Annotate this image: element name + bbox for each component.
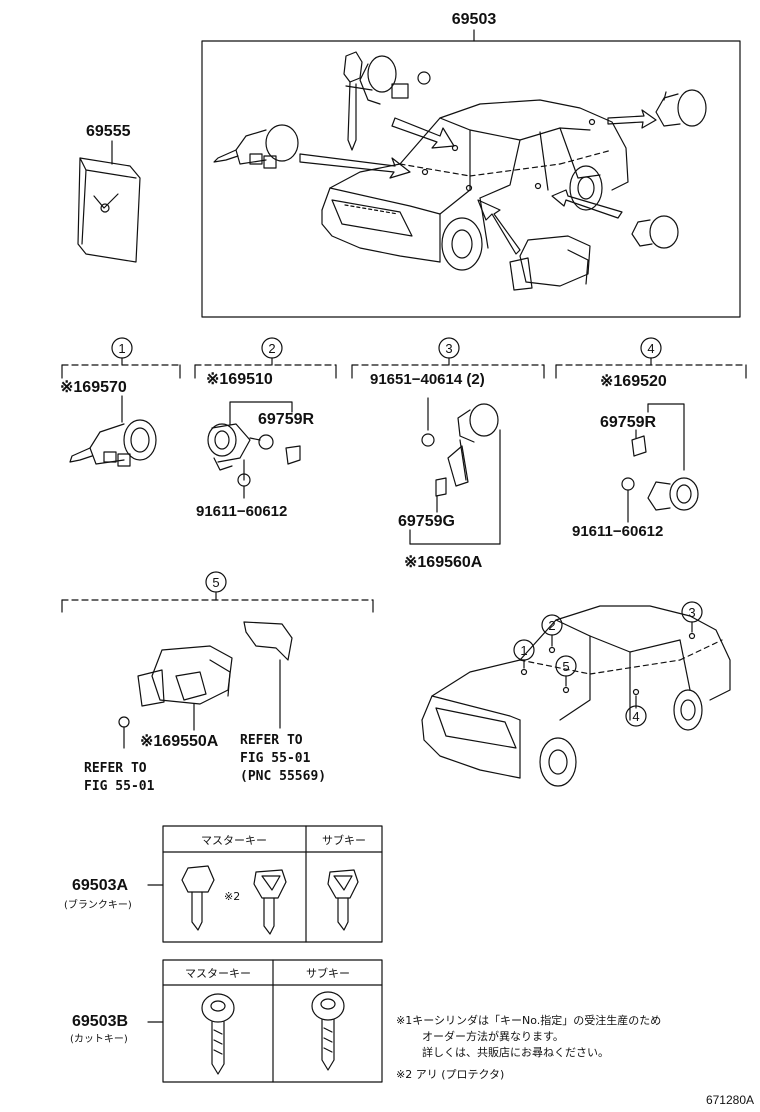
wallet-illustration	[78, 141, 140, 262]
keys-a-part-number: 69503A	[72, 877, 128, 894]
group3-trunk-cylinder	[410, 398, 500, 544]
keys-b-part-number: 69503B	[72, 1013, 128, 1030]
group4-bolt-part-number: 91611−60612	[572, 523, 663, 540]
group3-bottom-part-number: ※169560A	[404, 554, 483, 571]
group2-bolt-part-number: 91611−60612	[196, 503, 287, 520]
group1-number: 1	[118, 341, 125, 356]
group-brackets	[62, 358, 746, 612]
group2-number: 2	[268, 341, 275, 356]
note-line-3: 詳しくは、共販店にお尋ねください。	[422, 1045, 609, 1059]
wallet-part-number: 69555	[86, 123, 131, 140]
group5-refer-left-line1: REFER TO	[84, 761, 147, 776]
group5-part-number: ※169550A	[140, 733, 219, 750]
group5-refer-right-line3: (PNC 55569)	[240, 769, 326, 784]
group5-refer-right-line2: FIG 55-01	[240, 751, 311, 766]
keys-b-master-header: マスターキー	[185, 967, 251, 980]
figure-id: 671280A	[706, 1093, 754, 1107]
note-line-1: ※1キーシリンダは「キーNo.指定」の受注生産のため	[396, 1013, 661, 1027]
group5-number: 5	[212, 575, 219, 590]
keys-a-note-mark: ※2	[224, 890, 240, 903]
keys-a-description: (ブランクキー)	[64, 898, 132, 911]
keys-a-sub-header: サブキー	[322, 833, 366, 847]
keys-b-description: (カットキー)	[70, 1033, 128, 1045]
top-assembly-frame	[202, 30, 740, 317]
group4-door-cylinder	[622, 404, 698, 522]
car-callout-1: 1	[520, 643, 527, 658]
top-cylinder-sketches	[214, 52, 706, 290]
group5-refer-left-line2: FIG 55-01	[84, 779, 155, 794]
group2-door-cylinder	[208, 402, 300, 498]
group5-trunk-lock	[119, 622, 292, 748]
group-number-circles	[112, 338, 661, 592]
key-table-a	[148, 826, 382, 942]
keys-b-sub-header: サブキー	[306, 966, 350, 980]
group2-sub-part-number: 69759R	[258, 411, 314, 428]
note-line-4: ※2 アリ (プロテクタ)	[396, 1068, 504, 1081]
group5-refer-right-line1: REFER TO	[240, 733, 303, 748]
car-callout-4: 4	[632, 709, 639, 724]
group3-part-number: 91651−40614 (2)	[370, 371, 485, 388]
key-table-b	[148, 960, 382, 1082]
group3-number: 3	[445, 341, 452, 356]
lower-car-illustration	[422, 602, 730, 786]
note-line-2: オーダー方法が異なります。	[422, 1029, 564, 1043]
group2-part-number: ※169510	[206, 371, 273, 388]
group4-part-number: ※169520	[600, 373, 667, 390]
group1-ignition-cylinder	[70, 396, 156, 466]
car-callout-2: 2	[548, 618, 555, 633]
top-arrows	[300, 110, 656, 254]
car-callout-3: 3	[688, 605, 695, 620]
top-assembly-part-number: 69503	[452, 11, 497, 28]
top-car-illustration	[322, 100, 628, 270]
group4-sub-part-number: 69759R	[600, 414, 656, 431]
car-callout-5: 5	[562, 659, 569, 674]
group1-part-number: ※169570	[60, 379, 127, 396]
group3-sub-part-number: 69759G	[398, 513, 455, 530]
keys-a-master-header: マスターキー	[201, 834, 267, 847]
group4-number: 4	[647, 341, 654, 356]
